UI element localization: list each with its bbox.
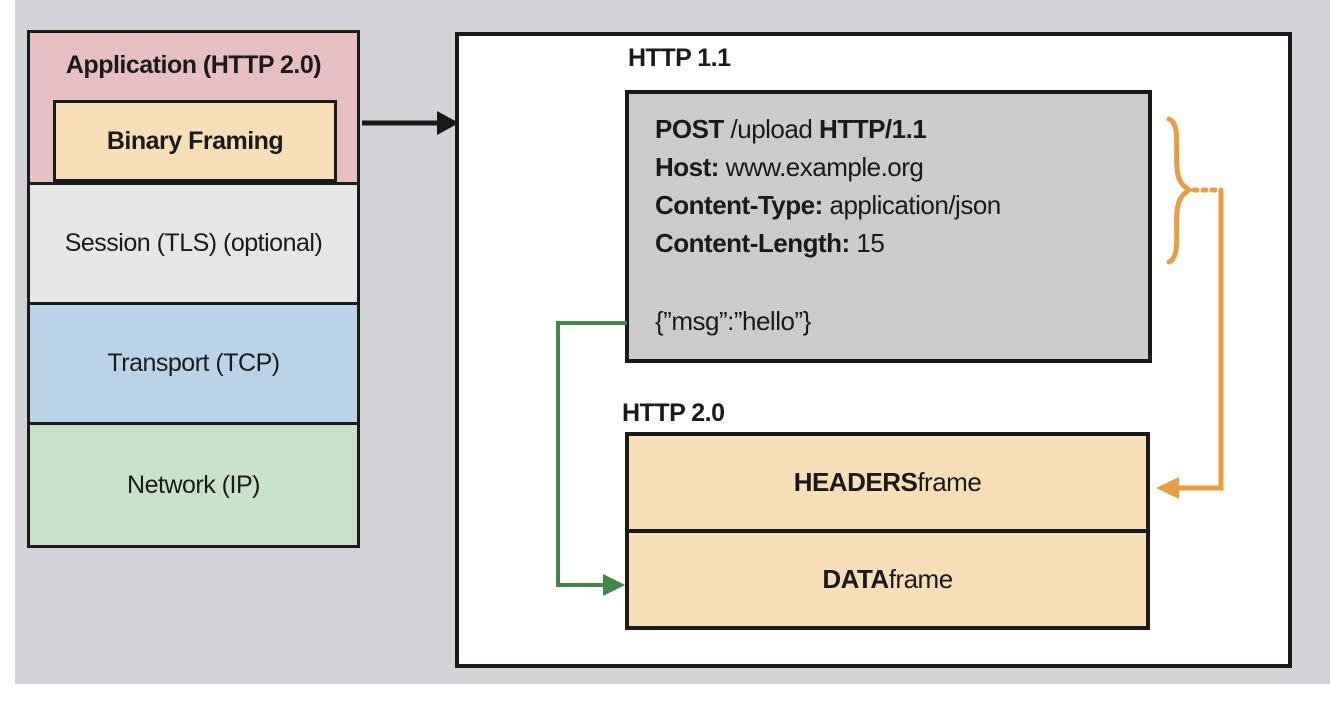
transport-label: Transport (TCP) [107, 349, 280, 377]
application-label: Application (HTTP 2.0) [65, 51, 322, 79]
network-label: Network (IP) [127, 470, 260, 499]
layer-application: Application (HTTP 2.0) Binary Framing [27, 30, 360, 185]
http2-frames: HEADERS frame DATA frame [625, 432, 1150, 630]
headers-frame-box: HEADERS frame [625, 432, 1150, 533]
layer-network: Network (IP) [27, 422, 360, 548]
binary-framing-label: Binary Framing [106, 126, 284, 155]
layer-session: Session (TLS) (optional) [27, 182, 360, 305]
layer-transport: Transport (TCP) [27, 302, 360, 425]
request-line-content-length: Content-Length: 15 [655, 228, 885, 258]
http20-section-label: HTTP 2.0 [622, 399, 725, 427]
data-frame-box: DATA frame [625, 529, 1150, 630]
request-line-content-type: Content-Type: application/json [655, 190, 1001, 220]
http11-request-box: POST /upload HTTP/1.1 Host: www.example.… [625, 90, 1152, 363]
binary-framing-box: Binary Framing [53, 100, 337, 182]
request-line-post: POST /upload HTTP/1.1 [655, 114, 927, 144]
http11-section-label: HTTP 1.1 [628, 44, 731, 72]
request-body-json: {”msg”:”hello”} [655, 306, 811, 336]
session-label: Session (TLS) (optional) [64, 229, 323, 257]
request-line-host: Host: www.example.org [655, 152, 924, 182]
protocol-stack: Application (HTTP 2.0) Binary Framing Se… [27, 30, 360, 548]
